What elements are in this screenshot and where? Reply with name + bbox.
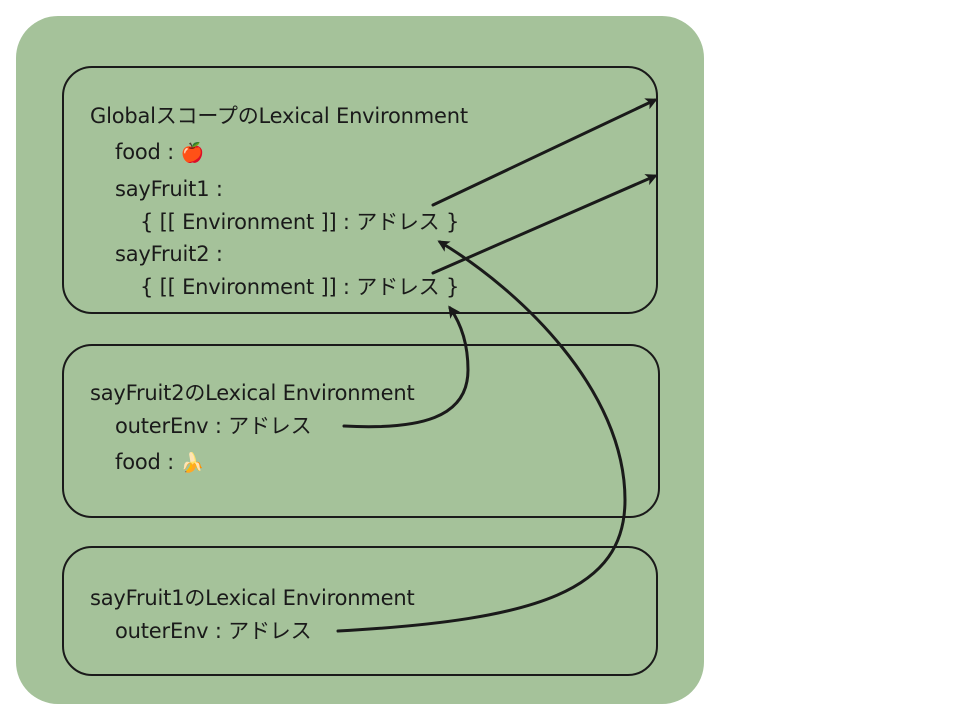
global-env-box [62,66,658,314]
sayfruit2-env-box [62,344,660,518]
sayfruit2-outer-env: outerEnv : アドレス [115,414,312,438]
global-env-title: GlobalスコープのLexical Environment [90,104,468,128]
sayfruit1-outer-env: outerEnv : アドレス [115,619,312,643]
sayfruit2-food-row: food : 🍌 [115,449,204,476]
global-food-row: food : 🍎 [115,139,204,166]
sayfruit1-env-box [62,546,658,676]
global-sayfruit1-label: sayFruit1 : [115,177,223,201]
global-sayfruit2-label: sayFruit2 : [115,242,223,266]
banana-icon: 🍌 [180,452,204,474]
apple-icon: 🍎 [180,142,204,164]
sayfruit1-record-outer-arrow [431,98,658,207]
sayfruit2-record-outer-arrow [431,174,658,275]
sayfruit1-env-title: sayFruit1のLexical Environment [90,586,415,610]
sayfruit2-outer-env-arrow [342,305,470,429]
global-food-label: food : [115,140,174,164]
sayfruit2-env-title: sayFruit2のLexical Environment [90,381,415,405]
global-sayfruit2-record: { [[ Environment ]] : アドレス } [140,275,460,299]
sayfruit1-outer-env-arrow [336,240,627,633]
global-sayfruit1-record: { [[ Environment ]] : アドレス } [140,210,460,234]
sayfruit2-food-label: food : [115,450,174,474]
